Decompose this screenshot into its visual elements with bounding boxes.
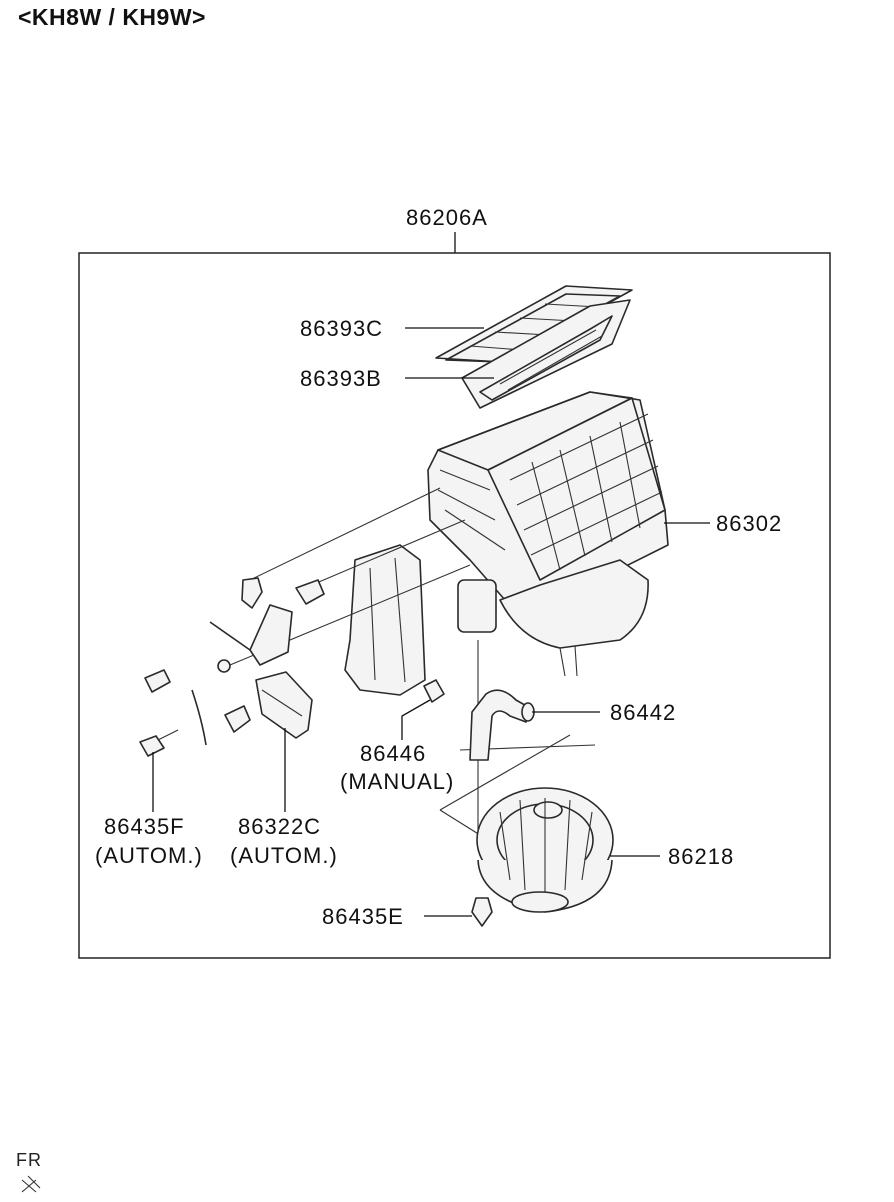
callout-86435E[interactable]: 86435E bbox=[322, 904, 404, 929]
callout-86393C[interactable]: 86393C bbox=[300, 316, 383, 341]
actuator-automatic[interactable] bbox=[255, 671, 313, 739]
footer-arrow-icon bbox=[21, 1175, 41, 1193]
callout-86446-note: (MANUAL) bbox=[340, 769, 454, 794]
assembly-label[interactable]: 86206A bbox=[406, 205, 488, 230]
callout-86435F[interactable]: 86435F bbox=[104, 814, 185, 839]
callout-86446[interactable]: 86446 bbox=[360, 741, 426, 766]
assembly-frame bbox=[78, 252, 831, 959]
callout-86302[interactable]: 86302 bbox=[716, 511, 782, 536]
callout-86322C-note: (AUTOM.) bbox=[230, 843, 338, 868]
screw-blower[interactable] bbox=[471, 897, 493, 927]
air-filter-lower[interactable] bbox=[461, 299, 631, 409]
hvac-case[interactable] bbox=[427, 391, 669, 677]
drain-hose[interactable] bbox=[469, 689, 535, 761]
duct-bracket[interactable] bbox=[344, 544, 426, 696]
callout-86435F-note: (AUTOM.) bbox=[95, 843, 203, 868]
resistor-manual[interactable] bbox=[423, 679, 445, 703]
screw-automatic[interactable] bbox=[139, 729, 179, 757]
leader-86446 bbox=[401, 699, 431, 740]
blower-motor[interactable] bbox=[476, 787, 614, 913]
door-linkage[interactable] bbox=[191, 577, 325, 746]
model-title: <KH8W / KH9W> bbox=[18, 4, 206, 30]
screw-automatic-upper[interactable] bbox=[144, 669, 171, 693]
callout-86393B[interactable]: 86393B bbox=[300, 366, 382, 391]
callout-86218[interactable]: 86218 bbox=[668, 844, 734, 869]
callout-86322C[interactable]: 86322C bbox=[238, 814, 321, 839]
footer-code: FR bbox=[16, 1150, 42, 1170]
callout-86442[interactable]: 86442 bbox=[610, 700, 676, 725]
